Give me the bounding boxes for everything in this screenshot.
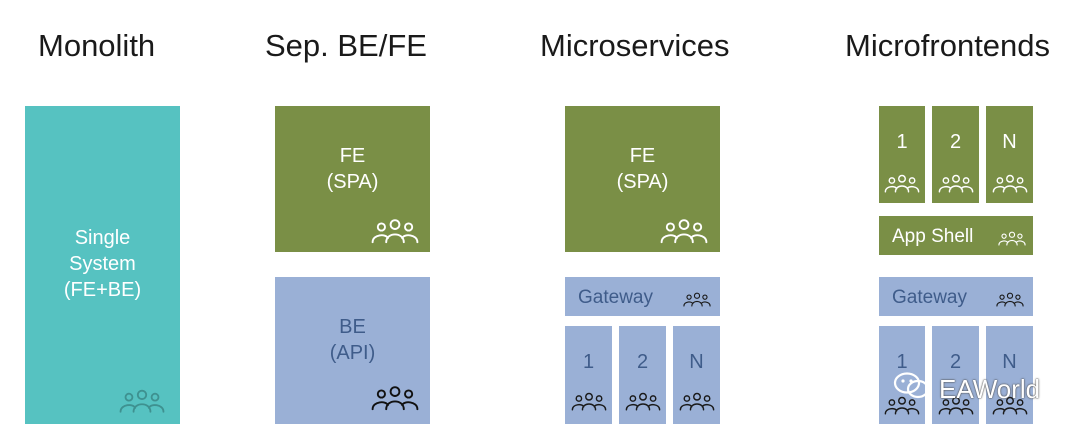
team-icon (683, 292, 711, 307)
microfe-service-label-2: 2 (949, 351, 962, 373)
monolith-label-line2: System (69, 253, 136, 275)
team-icon (371, 218, 419, 244)
heading-monolith: Monolith (38, 28, 156, 63)
sep-fe-label-line1: FE (339, 145, 366, 167)
microfe-frontend-label-n: N (1002, 131, 1017, 153)
microfe-frontend-box-2: 2 (932, 106, 979, 203)
heading-microfrontends: Microfrontends (845, 28, 1051, 63)
micro-fe-label-line1: FE (629, 145, 656, 167)
micro-service-label-2: 2 (636, 351, 649, 373)
team-icon (996, 292, 1024, 307)
micro-service-box-n: N (673, 326, 720, 424)
microfe-frontend-label-2: 2 (949, 131, 962, 153)
team-icon (679, 392, 715, 411)
team-icon (371, 385, 419, 411)
microfe-service-box-2: 2 (932, 326, 979, 424)
microfe-frontend-label-1: 1 (896, 131, 908, 153)
team-icon (119, 388, 165, 414)
watermark-text: EAWorld (939, 373, 1041, 404)
heading-sep-be-fe: Sep. BE/FE (265, 28, 427, 63)
microfe-frontend-box-n: N (986, 106, 1033, 203)
monolith-system-box: Single System (FE+BE) (25, 106, 180, 424)
micro-gateway-box: Gateway (565, 277, 720, 316)
micro-service-label-n: N (689, 351, 704, 373)
team-icon (625, 392, 661, 411)
microfe-gateway-label: Gateway (892, 287, 967, 308)
microfe-frontend-box-1: 1 (879, 106, 925, 203)
monolith-label-line3: (FE+BE) (63, 279, 142, 301)
team-icon (998, 231, 1026, 246)
microfe-gateway-box: Gateway (879, 277, 1033, 316)
team-icon (571, 392, 607, 411)
monolith-label-line1: Single (74, 227, 131, 249)
micro-fe-label-line2: (SPA) (616, 171, 669, 193)
microfe-service-label-1: 1 (896, 351, 908, 373)
sep-be-box: BE (API) (275, 277, 430, 424)
micro-service-box-1: 1 (565, 326, 612, 424)
microfe-service-label-n: N (1002, 351, 1017, 373)
microfe-app-shell-box: App Shell (879, 216, 1033, 255)
micro-fe-box: FE (SPA) (565, 106, 720, 252)
heading-microservices: Microservices (540, 28, 730, 63)
team-icon (992, 174, 1028, 193)
micro-service-box-2: 2 (619, 326, 666, 424)
watermark: EAWorld (893, 371, 1041, 408)
sep-fe-label-line2: (SPA) (326, 171, 379, 193)
wechat-icon (893, 371, 931, 408)
micro-gateway-label: Gateway (578, 287, 653, 308)
sep-be-label-line2: (API) (329, 342, 376, 364)
sep-be-label-line1: BE (339, 316, 366, 338)
team-icon (660, 218, 708, 244)
microfe-service-box-n: N (986, 326, 1033, 424)
team-icon (938, 174, 974, 193)
micro-service-label-1: 1 (582, 351, 595, 373)
team-icon (884, 174, 920, 193)
sep-fe-box: FE (SPA) (275, 106, 430, 252)
microfe-app-shell-label: App Shell (892, 226, 974, 247)
